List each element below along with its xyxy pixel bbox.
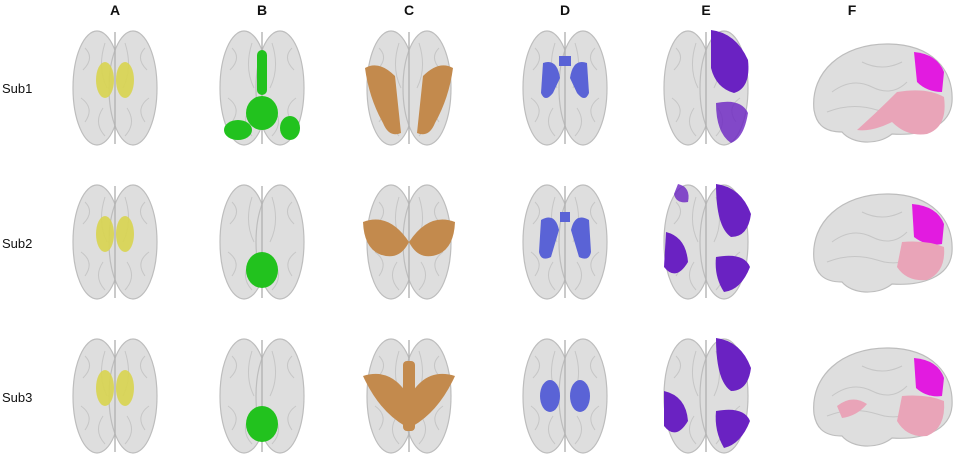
panel-d-sub1 [522, 30, 608, 146]
region-f-lower [857, 90, 945, 135]
column-label-d: D [559, 2, 571, 18]
panel-b-sub1 [219, 30, 305, 146]
row-label-sub2: Sub2 [2, 236, 33, 251]
region-a [96, 216, 114, 252]
panel-c-sub2 [363, 184, 455, 300]
region-b [246, 406, 278, 442]
panel-f-sub3 [813, 347, 953, 447]
panel-c-sub1 [365, 30, 453, 146]
region-c [363, 373, 405, 426]
region-b [246, 252, 278, 288]
column-label-a: A [109, 2, 121, 18]
region-f-upper [912, 204, 944, 245]
row-label-sub3: Sub3 [2, 390, 33, 405]
region-f-upper [914, 358, 944, 397]
region-e [711, 30, 749, 93]
column-label-e: E [701, 2, 711, 18]
region-a [96, 370, 114, 406]
panel-a-sub3 [72, 338, 158, 454]
row-label-sub1: Sub1 [2, 81, 33, 96]
column-label-c: C [403, 2, 415, 18]
region-c [363, 219, 409, 257]
region-e [716, 184, 751, 237]
panel-e-sub3 [663, 338, 751, 454]
panel-e-sub1 [663, 30, 749, 146]
region-d [541, 62, 560, 98]
region-f-lower [897, 241, 945, 281]
region-c [365, 65, 401, 135]
panel-b-sub3 [219, 338, 305, 454]
region-e [716, 338, 751, 391]
region-a [96, 62, 114, 98]
panel-f-sub1 [813, 43, 953, 143]
panel-a-sub1 [72, 30, 158, 146]
panel-a-sub2 [72, 184, 158, 300]
panel-d-sub2 [522, 184, 608, 300]
region-f-upper [914, 52, 944, 92]
panel-e-sub2 [663, 184, 751, 300]
column-label-f: F [847, 2, 857, 18]
panel-c-sub3 [363, 338, 455, 454]
region-d [539, 217, 559, 259]
region-b [257, 50, 267, 95]
column-label-b: B [256, 2, 268, 18]
panel-f-sub2 [813, 193, 953, 293]
panel-b-sub2 [219, 184, 305, 300]
panel-d-sub3 [522, 338, 608, 454]
region-d [540, 380, 560, 412]
region-f-lower [897, 395, 945, 437]
